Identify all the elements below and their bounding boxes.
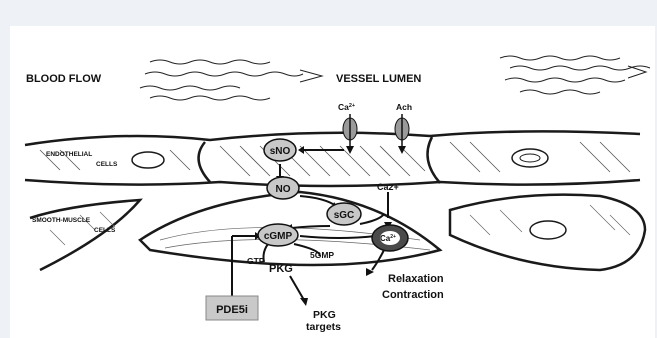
relaxation-label: Relaxation: [388, 273, 444, 285]
sno-node: sNO: [264, 139, 296, 161]
ca2plus-label: Ca2+: [377, 182, 399, 192]
endothelial-cells-label-2: CELLS: [96, 161, 118, 168]
ca-node: Ca2+: [372, 225, 408, 251]
no-node: NO: [267, 177, 299, 199]
blood-flow-label: BLOOD FLOW: [26, 73, 102, 85]
vessel-lumen-label: VESSEL LUMEN: [336, 73, 421, 85]
smooth-muscle-cells-label-2: CELLS: [94, 227, 116, 234]
sno-label: sNO: [270, 146, 291, 157]
sgc-label: sGC: [334, 210, 355, 221]
pkg-targets-label: PKG: [313, 309, 336, 321]
cgmp-node: cGMP: [258, 224, 298, 246]
no-label: NO: [276, 184, 291, 195]
endothelial-cells-label: ENDOTHELIAL: [46, 151, 92, 158]
pde5i-box: PDE5i: [206, 296, 258, 320]
diagram-panel: [10, 26, 655, 338]
gtp-label: GTP: [247, 256, 265, 266]
cgmp-label: cGMP: [264, 231, 293, 242]
ach-label: Ach: [396, 102, 412, 112]
pkg-targets-label-2: targets: [306, 321, 341, 333]
fivegmp-label: 5GMP: [310, 250, 334, 260]
smooth-muscle-cells-label: SMOOTH-MUSCLE: [32, 217, 91, 224]
pkg-label: PKG: [269, 263, 293, 275]
contraction-label: Contraction: [382, 289, 444, 301]
sgc-node: sGC: [327, 203, 361, 225]
pde5i-label: PDE5i: [216, 304, 248, 316]
